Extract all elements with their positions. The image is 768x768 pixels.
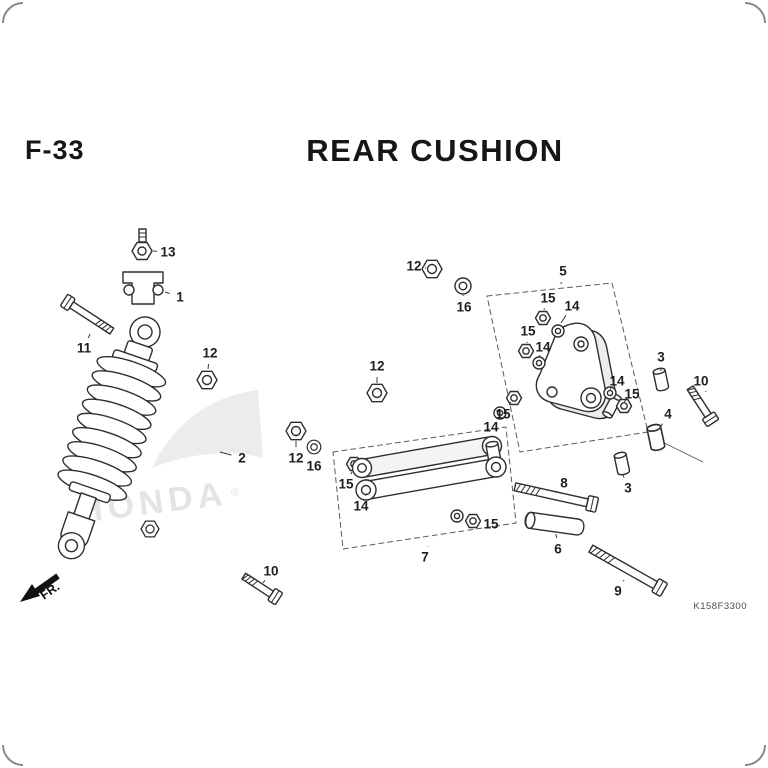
cap-nut-13 xyxy=(131,228,153,261)
sleeve-6 xyxy=(523,511,586,537)
callout-15: 15 xyxy=(495,407,511,422)
callout-14: 14 xyxy=(609,374,625,389)
group-box-lower-link xyxy=(332,426,517,550)
callout-11: 11 xyxy=(77,341,92,356)
nut-12 xyxy=(421,259,443,279)
bolt-8 xyxy=(512,478,600,514)
callout-2: 2 xyxy=(238,451,246,466)
callout-3: 3 xyxy=(657,350,665,365)
callout-10: 10 xyxy=(263,564,278,579)
nut-15 xyxy=(505,390,523,406)
collar-3-upper xyxy=(652,366,670,393)
callout-8: 8 xyxy=(560,476,568,491)
bolt-9 xyxy=(586,541,669,598)
coil-spring xyxy=(57,355,167,501)
collar-4 xyxy=(645,422,667,453)
callout-7: 7 xyxy=(421,550,429,565)
callout-9: 9 xyxy=(614,584,622,599)
callout-leader-1 xyxy=(164,291,170,294)
washer-16 xyxy=(306,439,322,455)
front-direction-indicator: FR. xyxy=(20,573,63,602)
nut-12 xyxy=(196,370,218,390)
shock-absorber-2 xyxy=(57,316,167,560)
figure-code: K158F3300 xyxy=(693,601,747,612)
nut-15 xyxy=(534,310,552,326)
callout-leader-14 xyxy=(364,493,367,497)
callout-12: 12 xyxy=(202,346,217,361)
nut-15 xyxy=(517,343,535,359)
callout-16: 16 xyxy=(456,300,472,315)
callout-14: 14 xyxy=(353,499,369,514)
callout-leader-15 xyxy=(508,401,512,406)
callout-14: 14 xyxy=(564,299,580,314)
callout-leader-14 xyxy=(538,354,541,358)
callout-12: 12 xyxy=(406,259,421,274)
page-title: REAR CUSHION xyxy=(306,133,563,168)
bolt-10-right xyxy=(683,383,720,428)
section-code: F-33 xyxy=(25,135,85,165)
callout-1: 1 xyxy=(176,290,184,305)
callout-leader-15 xyxy=(543,308,545,311)
washer-14 xyxy=(532,356,546,370)
callout-15: 15 xyxy=(540,291,556,306)
collar-3-lower xyxy=(613,450,631,477)
callout-leader-2 xyxy=(219,451,232,456)
callout-10: 10 xyxy=(693,374,708,389)
callout-leader-10 xyxy=(262,579,266,584)
callout-15: 15 xyxy=(520,324,536,339)
nut-12 xyxy=(285,421,307,441)
nut-15 xyxy=(464,513,482,529)
callout-leader-14 xyxy=(609,386,613,390)
bolt-11 xyxy=(59,293,117,338)
nut-12 xyxy=(366,383,388,403)
callout-12: 12 xyxy=(369,359,384,374)
callout-12: 12 xyxy=(288,451,303,466)
callout-14: 14 xyxy=(483,420,499,435)
callout-14: 14 xyxy=(535,340,551,355)
fr-label: FR. xyxy=(38,579,63,602)
callout-6: 6 xyxy=(554,542,562,557)
washer-16 xyxy=(454,277,472,295)
callout-3: 3 xyxy=(624,481,632,496)
upper-mount-bracket-1 xyxy=(122,271,164,305)
callout-leader-6 xyxy=(555,533,557,539)
callout-13: 13 xyxy=(160,245,176,260)
rear-shock-assembly xyxy=(57,228,167,560)
callout-5: 5 xyxy=(559,264,567,279)
washer-15 xyxy=(450,509,464,523)
callout-leader-14 xyxy=(496,416,499,419)
callout-leader-11 xyxy=(87,333,91,339)
callout-15: 15 xyxy=(624,387,640,402)
honda-wing-watermark xyxy=(152,390,263,468)
callout-leader-12 xyxy=(207,363,210,370)
cushion-connecting-arm-5 xyxy=(535,322,622,420)
callout-4: 4 xyxy=(664,407,672,422)
callout-16: 16 xyxy=(306,459,322,474)
washer-14 xyxy=(551,324,565,338)
callout-15: 15 xyxy=(338,477,354,492)
callout-leader-14 xyxy=(560,314,567,324)
callout-leader-3 xyxy=(622,474,625,478)
callout-leader-9 xyxy=(622,579,625,582)
lower-eye-nut xyxy=(140,520,160,538)
callout-leader-4 xyxy=(659,423,663,429)
callout-leader-15 xyxy=(623,399,627,403)
registered-mark: ® xyxy=(230,486,240,499)
callout-15: 15 xyxy=(483,517,499,532)
callout-leader-15 xyxy=(350,471,353,475)
cushion-lower-link-7 xyxy=(351,435,507,501)
